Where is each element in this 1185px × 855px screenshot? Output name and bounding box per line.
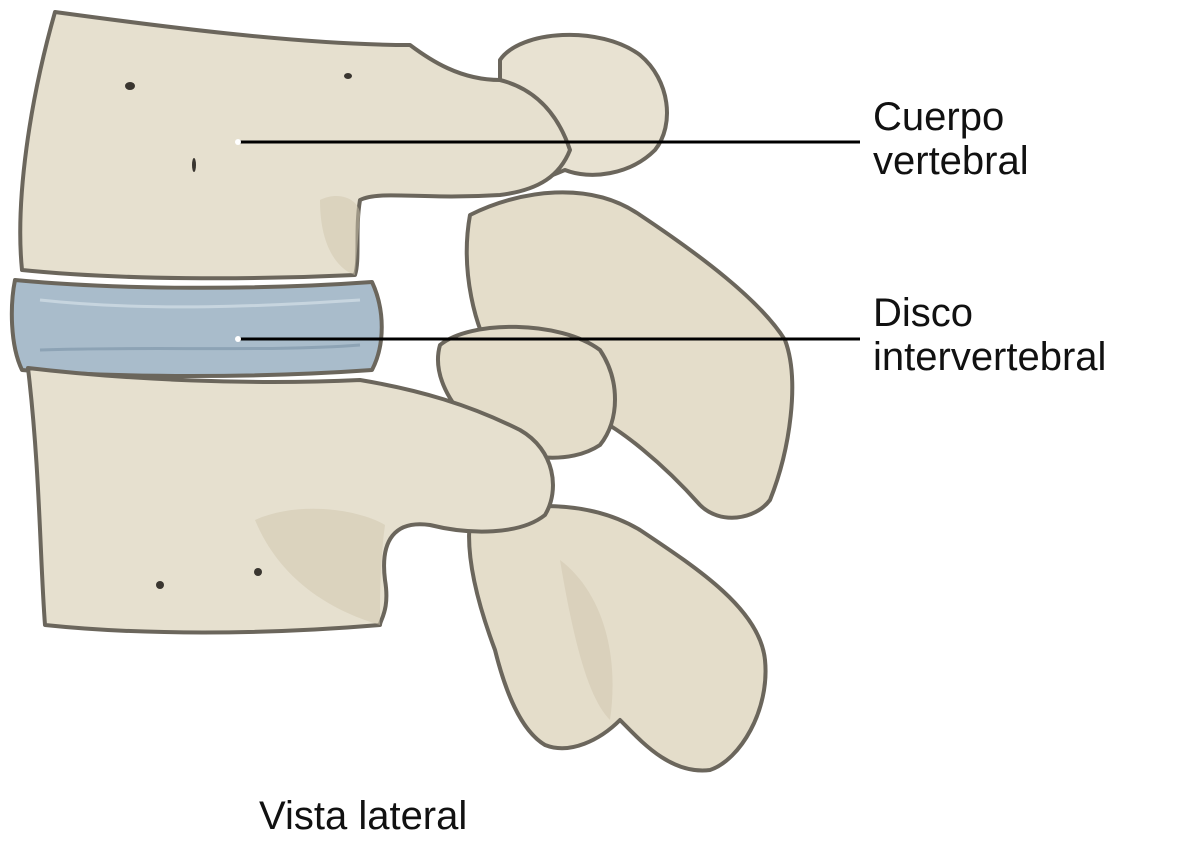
lower-spinous-process (467, 504, 768, 773)
label-vertebral-body: Cuerpo vertebral (873, 95, 1029, 183)
caption: Vista lateral (259, 794, 468, 838)
label-vertebral-body-line1: Cuerpo (873, 95, 1005, 139)
label-vertebral-body-line2: vertebral (873, 139, 1029, 183)
intervertebral-disc (9, 278, 384, 378)
label-intervertebral-disc-line1: Disco (873, 291, 974, 335)
lower-vertebral-body (26, 366, 555, 635)
upper-vertebral-body (18, 10, 572, 281)
label-intervertebral-disc-line2: intervertebral (873, 335, 1107, 379)
label-intervertebral-disc: Disco intervertebral (873, 291, 1106, 379)
